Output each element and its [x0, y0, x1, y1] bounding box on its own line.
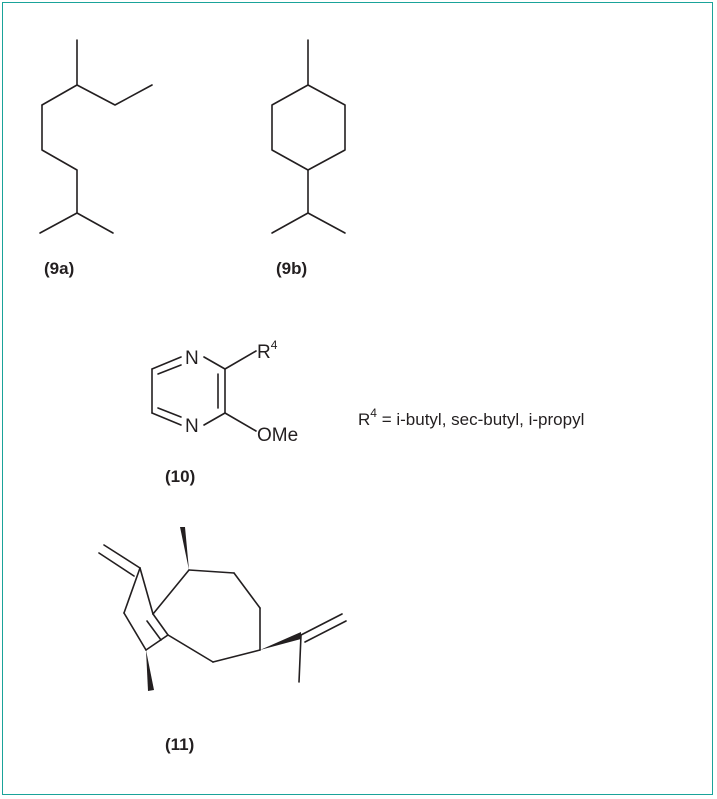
r4-def-symbol: R	[358, 410, 370, 429]
11-bond-c8-c7	[233, 572, 261, 609]
r4-definition: R4 = i-butyl, sec-butyl, i-propyl	[358, 406, 584, 429]
atom-n-top: N	[185, 348, 199, 369]
11-bond-c5-c4	[167, 634, 214, 663]
structure-10	[151, 350, 257, 432]
r4-superscript: 4	[271, 338, 278, 352]
10-bond-c6-n1	[151, 356, 182, 370]
9a-top-branch	[41, 39, 78, 106]
10-bond-c6-n1-double	[157, 364, 182, 375]
11-wedge-methyl-c9	[180, 527, 189, 570]
11-bond-c3-c3a	[145, 634, 169, 651]
10-bond-c3-ome	[224, 412, 257, 432]
11-bond-c6-c5	[212, 649, 261, 663]
label-9b: (9b)	[276, 259, 307, 278]
11-exo-methylene-double	[98, 552, 135, 577]
11-bond-c3a-c9a	[152, 613, 169, 636]
r4-symbol: R	[257, 342, 271, 363]
11-isopropenyl-double-a	[300, 613, 343, 636]
11-bond-c1-c2	[123, 567, 141, 614]
11-bond-c2-c3	[123, 612, 147, 651]
11-isopropenyl-double-b	[304, 620, 347, 643]
11-isopropenyl-methyl	[298, 634, 302, 683]
11-bond-c9a-c9	[152, 569, 190, 615]
11-bond-c1-c9a	[139, 567, 154, 615]
r4-def-text: = i-butyl, sec-butyl, i-propyl	[377, 410, 584, 429]
9b-cyclohexane-ring	[271, 84, 346, 171]
9a-main-chain	[41, 104, 78, 214]
10-bond-n4-c5-double	[157, 407, 182, 418]
9a-ethyl-branch	[76, 84, 153, 106]
label-11: (11)	[165, 735, 194, 754]
atom-n-bottom: N	[185, 416, 199, 437]
structure-9a	[39, 39, 153, 234]
label-10: (10)	[165, 467, 195, 486]
structure-11	[98, 544, 347, 683]
10-bond-n4-c5	[151, 412, 182, 426]
10-bond-c3-n4	[203, 412, 226, 426]
substituent-r4: R4	[257, 338, 278, 363]
11-exo-methylene	[103, 544, 141, 569]
label-9a: (9a)	[44, 259, 74, 278]
9a-isopropyl-end	[39, 212, 114, 234]
r4-def-superscript: 4	[370, 406, 377, 420]
10-bond-c2-r4	[224, 350, 257, 370]
10-bond-n1-c2	[203, 356, 226, 370]
11-wedge-isopropenyl	[260, 632, 301, 650]
9b-isopropyl-branches	[271, 212, 346, 234]
11-bond-c9-c8	[188, 569, 235, 574]
11-bond-c3a-c9a-double	[146, 620, 162, 641]
11-wedge-methyl-c3	[146, 650, 154, 691]
structure-9b	[271, 39, 346, 234]
substituent-ome: OMe	[257, 425, 298, 446]
